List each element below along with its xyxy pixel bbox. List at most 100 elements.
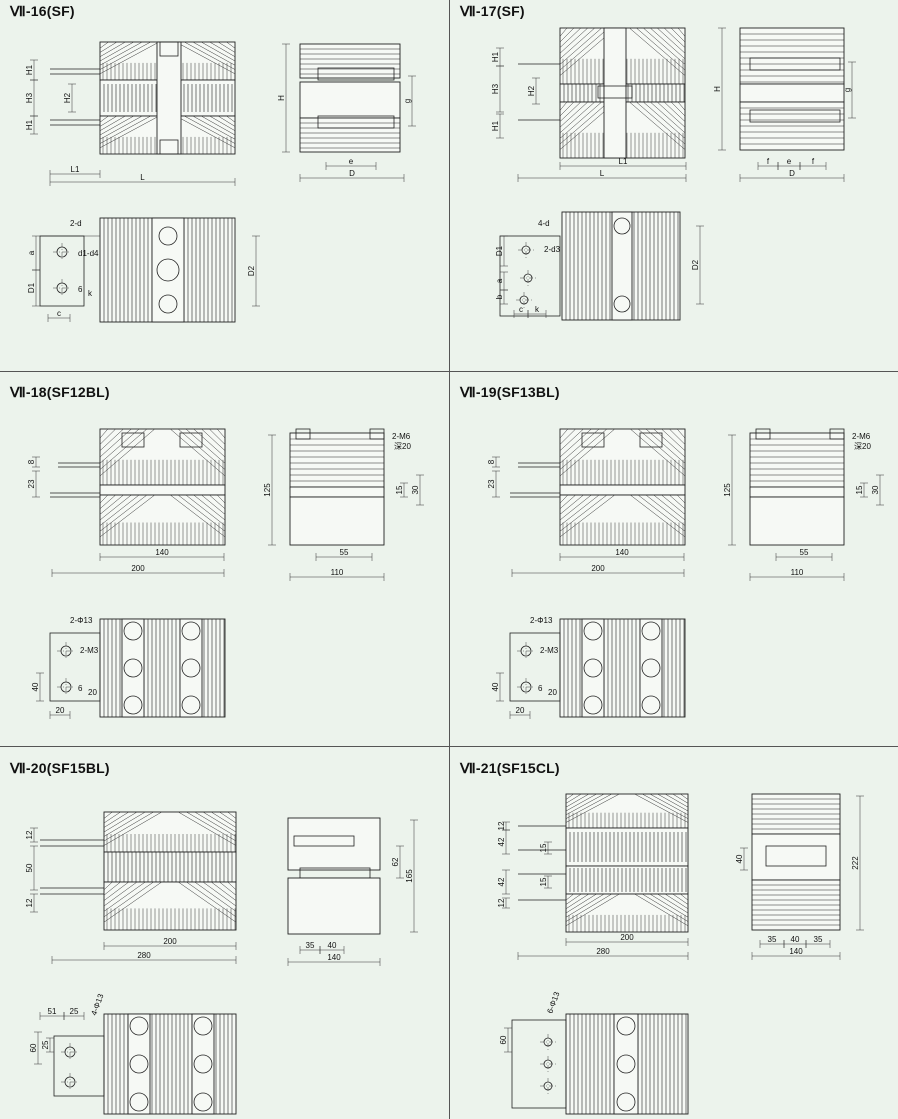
dimension-label: D2 — [247, 265, 256, 276]
dimension-label: g — [403, 99, 412, 103]
dimension-label: 25 — [41, 1040, 50, 1049]
dimension-label: 40 — [735, 854, 744, 863]
dimension-label: 165 — [405, 869, 414, 883]
dimension-label: b — [495, 294, 504, 299]
dimension-label: L — [600, 169, 605, 178]
dimension-label: H — [713, 86, 722, 92]
dimension-label: H1 — [491, 51, 500, 62]
dimension-label: 15 — [539, 843, 548, 852]
dimension-label: c — [519, 305, 523, 314]
dimension-label: D1 — [27, 282, 36, 293]
dimension-label: c — [57, 309, 61, 318]
dimension-label: 2-M6 — [852, 432, 871, 441]
dimension-label: 35 — [306, 941, 315, 950]
dimension-label: 110 — [791, 568, 804, 577]
dimension-label: L1 — [619, 157, 628, 166]
dimension-label: k — [535, 305, 540, 314]
dimension-label: 280 — [596, 947, 610, 956]
dimension-label: e — [787, 157, 792, 166]
dimension-label: 4-Φ13 — [89, 992, 105, 1017]
dimension-label: 23 — [27, 479, 36, 488]
dimension-label: f — [767, 157, 770, 166]
dimension-label: H — [277, 95, 286, 101]
dimension-label: 125 — [263, 483, 272, 497]
dimension-label: 40 — [328, 941, 337, 950]
dimension-label: 42 — [497, 877, 506, 886]
dimension-label: 2-M3 — [540, 646, 559, 655]
dimension-label: D2 — [691, 259, 700, 270]
dimension-label: 222 — [851, 856, 860, 870]
dimension-label: 110 — [331, 568, 344, 577]
dimension-label: 深20 — [394, 442, 411, 451]
dimension-label: H3 — [25, 92, 34, 103]
dimension-label: D — [789, 169, 795, 178]
dimension-label: a — [495, 278, 504, 283]
dimension-label: 140 — [615, 548, 629, 557]
dimension-label: g — [843, 88, 852, 92]
title-vii-17: Ⅶ-17(SF) — [460, 3, 525, 19]
dimension-label: H2 — [63, 92, 72, 103]
dimension-label: 55 — [800, 548, 809, 557]
dimension-label: 6-Φ13 — [545, 990, 561, 1015]
dimension-label: H1 — [25, 119, 34, 130]
dimension-label: 30 — [871, 485, 880, 494]
dimension-label: 2-M6 — [392, 432, 411, 441]
dimension-label: 60 — [499, 1035, 508, 1044]
dimension-label: 8 — [27, 459, 36, 464]
dimension-label: 40 — [791, 935, 800, 944]
dimension-label: 35 — [814, 935, 823, 944]
dimension-label: 12 — [25, 830, 34, 839]
dimension-label: d1-d4 — [78, 249, 99, 258]
dimension-label: 55 — [340, 548, 349, 557]
dimension-label: 深20 — [854, 442, 871, 451]
dimension-label: 15 — [539, 877, 548, 886]
dimension-label: 4-d — [538, 219, 550, 228]
dimension-label: 50 — [25, 863, 34, 872]
dimension-label: L1 — [71, 165, 80, 174]
dimension-label: 6 — [78, 285, 83, 294]
dimension-label: 20 — [516, 706, 525, 715]
dimension-label: 200 — [131, 564, 145, 573]
dimension-label: 23 — [487, 479, 496, 488]
dimension-label: 15 — [855, 485, 864, 494]
dimension-label: e — [349, 157, 354, 166]
dimension-label: L — [140, 173, 145, 182]
dimension-label: 2-Φ13 — [530, 616, 553, 625]
dimension-label: 20 — [548, 688, 557, 697]
dimension-label: 35 — [768, 935, 777, 944]
dimension-label: H3 — [491, 83, 500, 94]
dimension-label: D — [349, 169, 355, 178]
title-vii-16: Ⅶ-16(SF) — [10, 3, 75, 19]
dimension-label: a — [27, 250, 36, 255]
dimension-label: 140 — [789, 947, 803, 956]
dimension-label: 12 — [497, 898, 506, 907]
dimension-label: 200 — [163, 937, 177, 946]
dimension-label: 6 — [78, 684, 83, 693]
dimension-label: 20 — [88, 688, 97, 697]
dimension-label: 125 — [723, 483, 732, 497]
dimension-label: 20 — [56, 706, 65, 715]
dimension-label: 2-d — [70, 219, 82, 228]
dimension-label: 15 — [395, 485, 404, 494]
dimension-label: H1 — [491, 120, 500, 131]
dimension-label: 25 — [70, 1007, 79, 1016]
dimension-label: 8 — [487, 459, 496, 464]
dimension-label: f — [812, 157, 815, 166]
title-vii-21: Ⅶ-21(SF15CL) — [460, 760, 560, 776]
dimension-label: k — [88, 289, 93, 298]
dimension-label: 2-M3 — [80, 646, 99, 655]
dimension-label: 140 — [327, 953, 341, 962]
dimension-label: 30 — [411, 485, 420, 494]
dimension-label: H2 — [527, 85, 536, 96]
dimension-label: 2-Φ13 — [70, 616, 93, 625]
dimension-label: 40 — [491, 682, 500, 691]
dimension-label: 60 — [29, 1043, 38, 1052]
title-vii-20: Ⅶ-20(SF15BL) — [10, 760, 110, 776]
